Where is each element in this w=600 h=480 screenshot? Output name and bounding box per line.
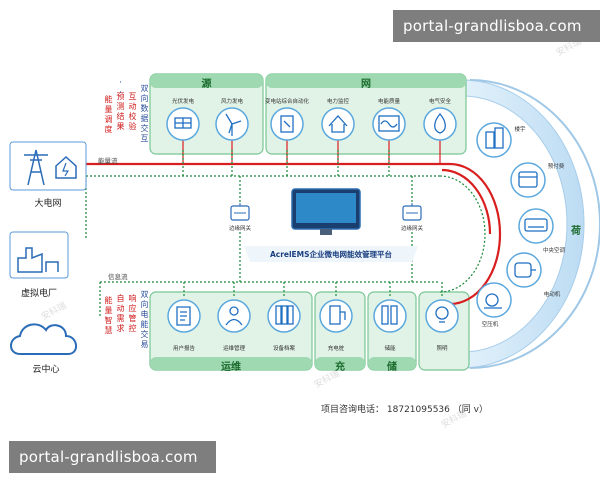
operation-footer-bar <box>150 357 312 370</box>
bottom-node-label-2: 充电桩 <box>327 346 345 352</box>
energy-flow-lines <box>86 162 502 306</box>
lower-red-col-3: 响应管控 <box>128 294 137 333</box>
contact-phone: 18721095536 <box>386 405 450 415</box>
bottom-node-label-4: 运维管理 <box>222 346 245 352</box>
left-node-label-2: 云中心 <box>32 365 60 375</box>
energy-flow-label: 能量流 <box>98 157 118 165</box>
bottom-node-label-5: 用户报告 <box>172 346 195 352</box>
operation-header: 运维 <box>221 362 241 373</box>
top-node-label-1: 风力发电 <box>220 99 243 105</box>
storage-footer-bar <box>368 357 416 370</box>
contact-label: 项目咨询电话： <box>321 405 385 415</box>
upper-blue-col: 双向数据交互 <box>140 84 149 143</box>
top-node-label-4: 电能质量 <box>377 99 400 105</box>
storage-header: 储 <box>387 362 397 373</box>
load-node-label-2: 中央空调 <box>542 248 565 254</box>
watermark-top: portal-grandlisboa.com <box>393 10 600 42</box>
upper-red-col-2: 预测结果 <box>116 92 125 131</box>
grid-header: 网 <box>361 79 371 90</box>
platform-title: AcrelEMS企业微电网能效管理平台 <box>269 250 393 259</box>
top-node-label-3: 电力监控 <box>326 99 349 105</box>
bottom-node-label-0: 照明 <box>436 346 448 352</box>
contact-line: 项目咨询电话： 18721095536 （同 v） <box>321 402 488 415</box>
info-flow-lines <box>85 150 486 316</box>
charging-header: 充 <box>335 362 345 373</box>
gateway-right-label: 边缘网关 <box>400 226 423 232</box>
load-node-label-0: 楼宇 <box>514 127 526 133</box>
lower-red-col-2: 自动需求 <box>116 294 125 333</box>
lighting-panel <box>418 291 470 371</box>
info-flow-label: 信息流 <box>108 273 128 281</box>
virtual-plant-node-box <box>9 231 69 279</box>
platform-screen-inner <box>296 193 356 223</box>
top-node-label-2: 变电站综合自动化 <box>264 99 309 105</box>
bottom-node-label-3: 设备档案 <box>272 346 295 352</box>
source-header-bar <box>150 74 263 88</box>
upper-dots: ·· <box>119 78 122 98</box>
watermark-bottom: portal-grandlisboa.com <box>9 441 216 473</box>
grid-header-bar <box>266 74 466 88</box>
load-header: 荷 <box>571 226 581 237</box>
top-node-label-0: 光伏发电 <box>171 99 194 105</box>
left-node-label-1: 虚拟电厂 <box>20 289 57 299</box>
platform-banner <box>244 246 418 262</box>
upper-red-col-3: 互动校验 <box>128 92 137 131</box>
platform-stand <box>320 229 332 235</box>
load-panel-outer <box>469 79 600 369</box>
top-node-label-5: 电气安全 <box>428 99 451 105</box>
gateway-left-label: 边缘网关 <box>228 226 251 232</box>
charging-footer-bar <box>315 357 365 370</box>
load-node-label-3: 电动机 <box>543 292 561 298</box>
contact-suffix: （同 v） <box>452 405 488 415</box>
lower-red-col-1: 能量智慧 <box>104 296 113 335</box>
load-node-label-1: 预付费 <box>547 164 565 170</box>
lower-blue-col: 双向电能交易 <box>140 290 149 349</box>
load-node-label-4: 空压机 <box>481 322 499 328</box>
left-node-label-0: 大电网 <box>34 199 62 209</box>
source-header: 源 <box>201 79 212 90</box>
grid-node-box <box>9 141 87 191</box>
upper-red-col-1: 能量调度 <box>104 95 113 134</box>
bottom-node-label-1: 储能 <box>384 346 396 352</box>
